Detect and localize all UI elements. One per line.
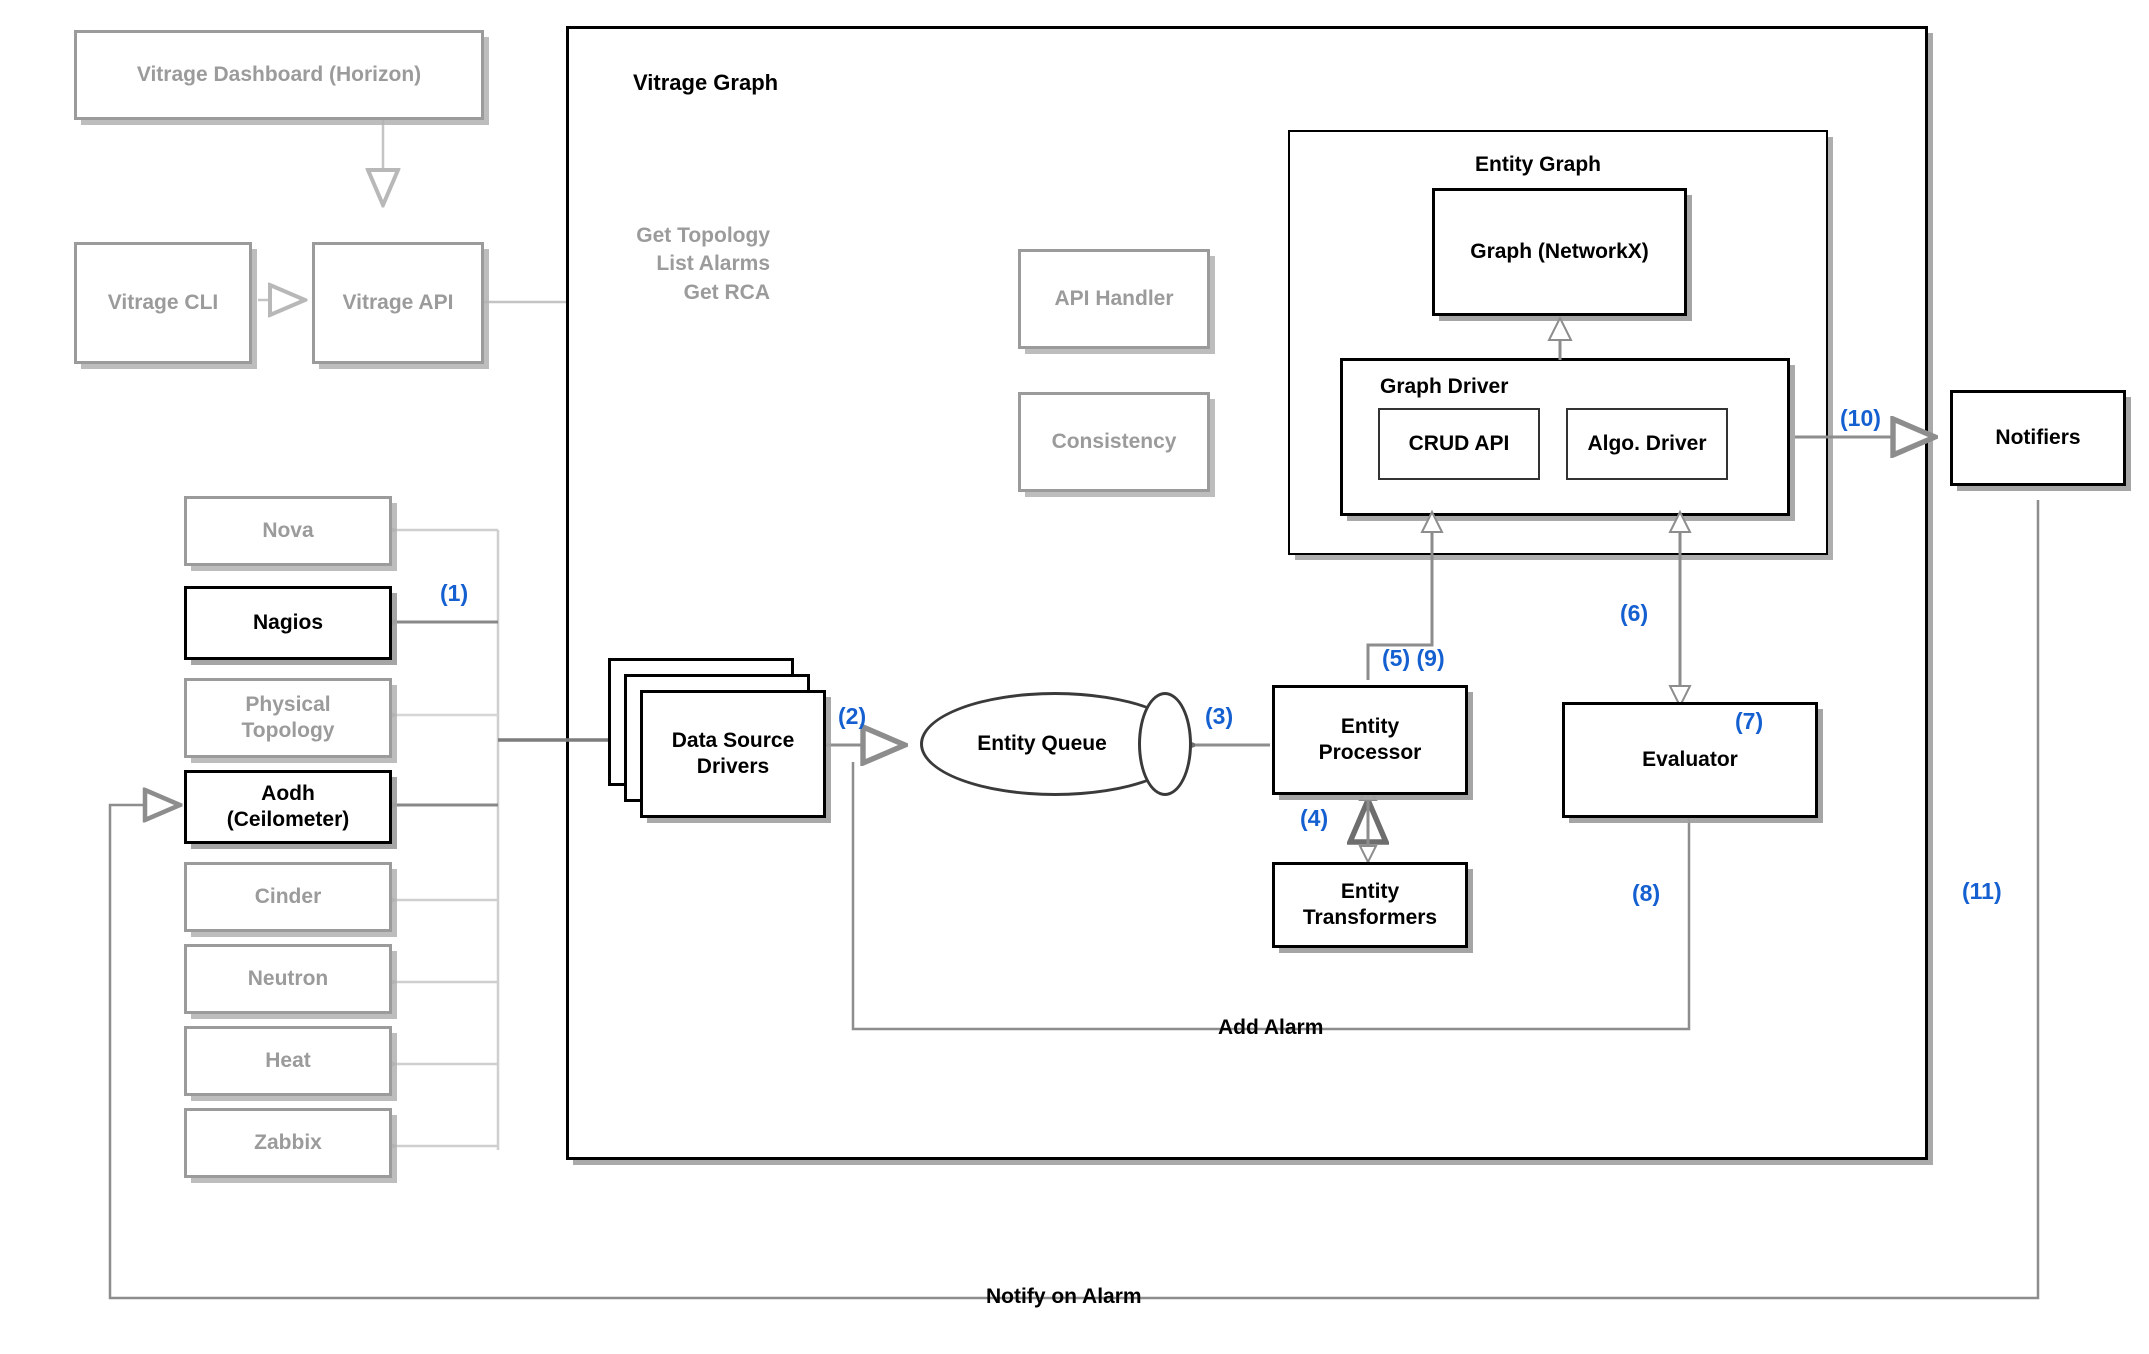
entity-processor-label: Entity Processor xyxy=(1318,715,1422,764)
entity-transformers-label: Entity Transformers xyxy=(1302,880,1438,929)
vitrage-graph-title: Vitrage Graph xyxy=(633,70,779,95)
node-algo-driver[interactable]: Algo. Driver xyxy=(1566,408,1728,480)
step-tag-1: (1) xyxy=(440,580,469,606)
step-tag-11: (11) xyxy=(1962,878,2002,904)
algo-driver-label: Algo. Driver xyxy=(1587,432,1707,456)
data-source-zabbix[interactable]: Zabbix xyxy=(184,1108,392,1178)
data-source-aodh[interactable]: Aodh (Ceilometer) xyxy=(184,770,392,844)
node-vitrage-cli[interactable]: Vitrage CLI xyxy=(74,242,252,364)
entity-queue-label: Entity Queue xyxy=(977,732,1107,755)
data-source-label: Physical Topology xyxy=(241,693,335,742)
vitrage-api-label: Vitrage API xyxy=(342,291,454,315)
step-tag-7: (7) xyxy=(1735,708,1764,734)
notifiers-label: Notifiers xyxy=(1995,426,2081,450)
data-source-label: Neutron xyxy=(247,967,329,991)
node-consistency[interactable]: Consistency xyxy=(1018,392,1210,492)
vitrage-cli-label: Vitrage CLI xyxy=(107,291,219,315)
node-vitrage-dashboard[interactable]: Vitrage Dashboard (Horizon) xyxy=(74,30,484,120)
entity-graph-title: Entity Graph xyxy=(1475,153,1602,176)
step-tag-3: (3) xyxy=(1205,703,1234,729)
stack-sheet-front: Data Source Drivers xyxy=(640,690,826,818)
step-tag-10: (10) xyxy=(1840,405,1881,431)
add-alarm-label: Add Alarm xyxy=(1218,1016,1324,1039)
node-graph-networkx[interactable]: Graph (NetworkX) xyxy=(1432,188,1687,316)
crud-api-label: CRUD API xyxy=(1408,432,1510,456)
api-calls-label: Get Topology List Alarms Get RCA xyxy=(636,224,770,304)
data-source-label: Aodh (Ceilometer) xyxy=(226,782,350,831)
data-source-drivers-label: Data Source Drivers xyxy=(671,729,795,778)
graph-driver-title: Graph Driver xyxy=(1380,375,1509,398)
data-source-neutron[interactable]: Neutron xyxy=(184,944,392,1014)
data-source-label: Cinder xyxy=(254,885,322,909)
graph-networkx-label: Graph (NetworkX) xyxy=(1470,240,1649,264)
step-tag-2: (2) xyxy=(838,703,867,729)
evaluator-label: Evaluator xyxy=(1642,748,1738,772)
data-source-heat[interactable]: Heat xyxy=(184,1026,392,1096)
data-source-nova[interactable]: Nova xyxy=(184,496,392,566)
step-tag-8: (8) xyxy=(1632,880,1661,906)
notify-on-alarm-label: Notify on Alarm xyxy=(986,1285,1142,1308)
node-api-handler[interactable]: API Handler xyxy=(1018,249,1210,349)
data-source-label: Heat xyxy=(265,1049,311,1073)
node-entity-queue[interactable]: Entity Queue xyxy=(920,692,1192,796)
step-tag-5-9: (5) (9) xyxy=(1382,645,1445,671)
data-source-nagios[interactable]: Nagios xyxy=(184,586,392,660)
data-source-physical-topology[interactable]: Physical Topology xyxy=(184,678,392,758)
vitrage-dashboard-label: Vitrage Dashboard (Horizon) xyxy=(136,63,422,87)
data-source-cinder[interactable]: Cinder xyxy=(184,862,392,932)
data-source-label: Nagios xyxy=(252,611,323,635)
node-entity-transformers[interactable]: Entity Transformers xyxy=(1272,862,1468,948)
data-source-label: Nova xyxy=(262,519,314,543)
node-crud-api[interactable]: CRUD API xyxy=(1378,408,1540,480)
node-evaluator[interactable]: Evaluator xyxy=(1562,702,1818,818)
node-notifiers[interactable]: Notifiers xyxy=(1950,390,2126,486)
node-entity-processor[interactable]: Entity Processor xyxy=(1272,685,1468,795)
consistency-label: Consistency xyxy=(1051,430,1177,454)
step-tag-4: (4) xyxy=(1300,805,1329,831)
api-handler-label: API Handler xyxy=(1054,287,1174,311)
step-tag-6: (6) xyxy=(1620,600,1649,626)
data-source-label: Zabbix xyxy=(254,1131,322,1155)
node-vitrage-api[interactable]: Vitrage API xyxy=(312,242,484,364)
node-data-source-drivers[interactable]: Data Source Drivers xyxy=(608,658,826,818)
